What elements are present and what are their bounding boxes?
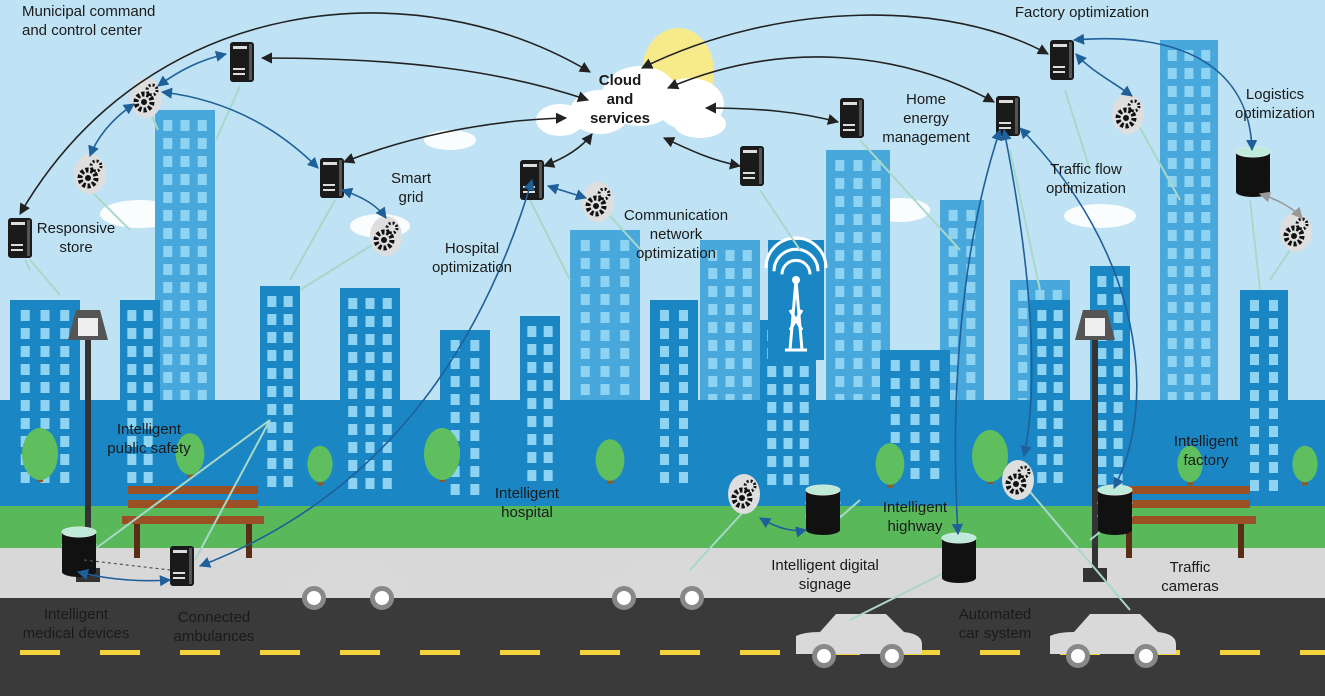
server-icon: [230, 42, 254, 82]
gear-icon: [1002, 460, 1034, 500]
gear-icon: [582, 182, 614, 222]
connection-arrow: [76, 569, 172, 587]
building: [1030, 300, 1070, 500]
car-icon: [1050, 614, 1176, 668]
connection-arrow: [198, 178, 535, 568]
server-icon: [840, 98, 864, 138]
database-icon: [1097, 484, 1133, 535]
connection-arrow: [704, 102, 840, 125]
car-icon: [796, 614, 922, 668]
connection-arrow: [546, 183, 588, 201]
tree-icon: [1292, 445, 1318, 486]
database-icon: [805, 484, 841, 535]
tree-icon: [1177, 445, 1203, 486]
connection-arrow: [19, 12, 591, 215]
connection-arrow: [1258, 191, 1303, 219]
bench-icon: [1114, 486, 1256, 558]
gear-icon: [74, 154, 106, 194]
server-icon: [8, 218, 32, 258]
building: [120, 300, 160, 500]
gear-icon: [1280, 212, 1312, 252]
connection-arrow: [542, 133, 593, 168]
building: [520, 316, 560, 500]
database-icon: [1235, 146, 1271, 197]
server-icon: [320, 158, 344, 198]
tree-icon: [595, 439, 625, 484]
server-icon: [170, 546, 194, 586]
connection-arrow: [662, 137, 742, 170]
antenna-tower-icon: [764, 236, 828, 360]
gear-icon: [370, 216, 402, 256]
cloud-icon: [424, 130, 476, 150]
building: [650, 300, 698, 500]
connection-arrow: [340, 187, 387, 219]
tower-building: [1160, 40, 1218, 460]
tree-icon: [175, 433, 205, 478]
connection-arrow: [1075, 53, 1133, 97]
tree-icon: [22, 428, 58, 482]
server-icon: [996, 96, 1020, 136]
connection-arrow: [640, 14, 1049, 69]
database-icon: [61, 526, 97, 577]
building: [1240, 290, 1288, 500]
connection-arrow: [1072, 33, 1258, 152]
building: [260, 286, 300, 500]
connection-arrow: [1019, 127, 1138, 489]
connection-arrow: [342, 112, 568, 164]
gear-icon: [1112, 94, 1144, 134]
connection-arrow: [88, 103, 135, 158]
server-icon: [1050, 40, 1074, 80]
connection-arrow: [951, 128, 1003, 536]
connection-arrow: [157, 50, 228, 87]
dashed-link: [83, 559, 171, 571]
database-icon: [941, 532, 977, 583]
building: [340, 288, 400, 500]
server-icon: [740, 146, 764, 186]
connection-arrow: [759, 517, 808, 538]
cloud-icon: [1064, 204, 1136, 228]
gear-icon: [130, 78, 162, 118]
tree-icon: [875, 443, 905, 488]
car-icon: [596, 556, 722, 610]
connection-arrow: [260, 52, 590, 103]
connection-arrow: [160, 87, 319, 169]
gear-icon: [728, 474, 760, 514]
